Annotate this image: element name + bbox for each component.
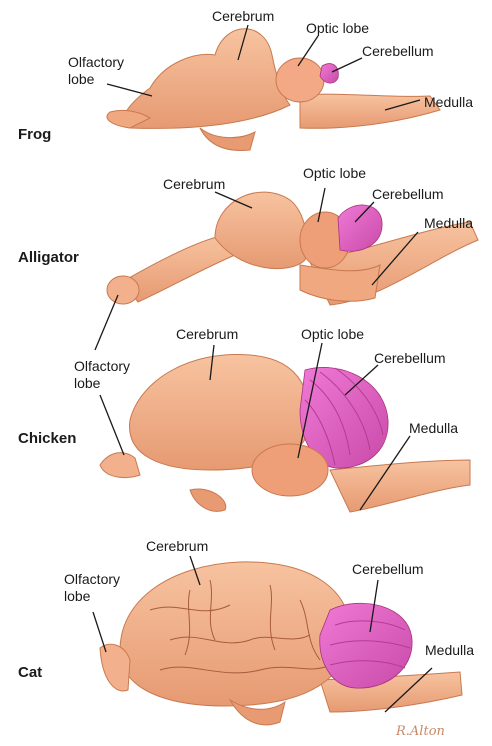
cat-cerebellum-label: Cerebellum <box>352 561 424 578</box>
cat-olfactory-leader <box>93 612 106 652</box>
frog-lower-lobes <box>200 128 255 150</box>
alligator-cerebellum <box>338 205 382 251</box>
chicken-pituitary <box>190 489 226 511</box>
cat-cerebrum-label: Cerebrum <box>146 538 208 555</box>
cat-medulla-label: Medulla <box>425 642 474 659</box>
cat-olfactory-lobe-label: Olfactory lobe <box>64 571 144 605</box>
chicken-cerebrum-label: Cerebrum <box>176 326 238 343</box>
alligator-optic-lobe-label: Optic lobe <box>303 165 366 182</box>
animal-label-frog: Frog <box>18 126 51 143</box>
alligator-cerebellum-label: Cerebellum <box>372 186 444 203</box>
cat-olfactory-bulb <box>100 644 130 691</box>
chicken-optic-lobe <box>252 444 328 496</box>
cat-cerebellum <box>320 603 412 688</box>
animal-label-cat: Cat <box>18 664 42 681</box>
frog-olfactory-and-cerebrum <box>123 29 290 129</box>
frog-optic-lobe <box>276 58 324 102</box>
animal-label-chicken: Chicken <box>18 430 76 447</box>
chicken-cerebellum-label: Cerebellum <box>374 350 446 367</box>
olfactory-lower-leader <box>100 395 124 455</box>
frog-optic-lobe-label: Optic lobe <box>306 20 369 37</box>
frog-cerebellum <box>320 64 338 83</box>
cat-brain <box>100 562 462 725</box>
chicken-optic-lobe-label: Optic lobe <box>301 326 364 343</box>
frog-spinal-cord <box>300 94 440 128</box>
alligator-brain <box>107 192 478 305</box>
animal-label-alligator: Alligator <box>18 249 79 266</box>
frog-cerebellum-leader <box>332 58 362 72</box>
frog-olfactory-lobe-label: Olfactory lobe <box>68 54 148 88</box>
alligator-cerebrum-label: Cerebrum <box>163 176 225 193</box>
olfactory-upper-leader <box>95 295 118 350</box>
chicken-olfactory-bulb <box>100 453 140 478</box>
alligator-medulla <box>300 265 380 301</box>
frog-medulla-label: Medulla <box>424 94 473 111</box>
artist-signature: R.Alton <box>396 724 445 739</box>
frog-cerebrum-label: Cerebrum <box>212 8 274 25</box>
frog-cerebellum-label: Cerebellum <box>362 43 434 60</box>
cat-cerebrum <box>120 562 350 706</box>
chicken-olfactory-lobe-label: Olfactory lobe <box>74 358 154 392</box>
chicken-medulla-label: Medulla <box>409 420 458 437</box>
alligator-medulla-label: Medulla <box>424 215 473 232</box>
alligator-olfactory-bulb <box>107 276 139 304</box>
chicken-spinal-cord <box>330 460 470 512</box>
